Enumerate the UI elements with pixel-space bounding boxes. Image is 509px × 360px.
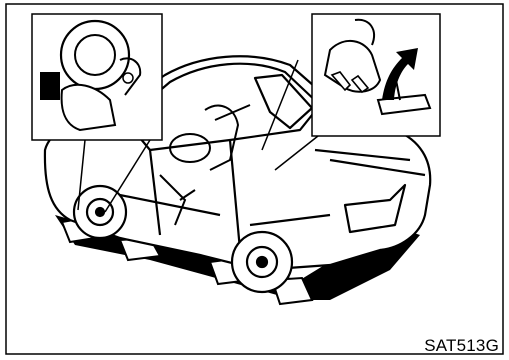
rear-wheel bbox=[232, 232, 292, 292]
brake-inset-panel bbox=[32, 14, 162, 140]
front-wheel bbox=[74, 186, 126, 238]
parking-brake-inset-panel bbox=[312, 14, 440, 136]
figure-code-label: SAT513G bbox=[424, 336, 499, 356]
